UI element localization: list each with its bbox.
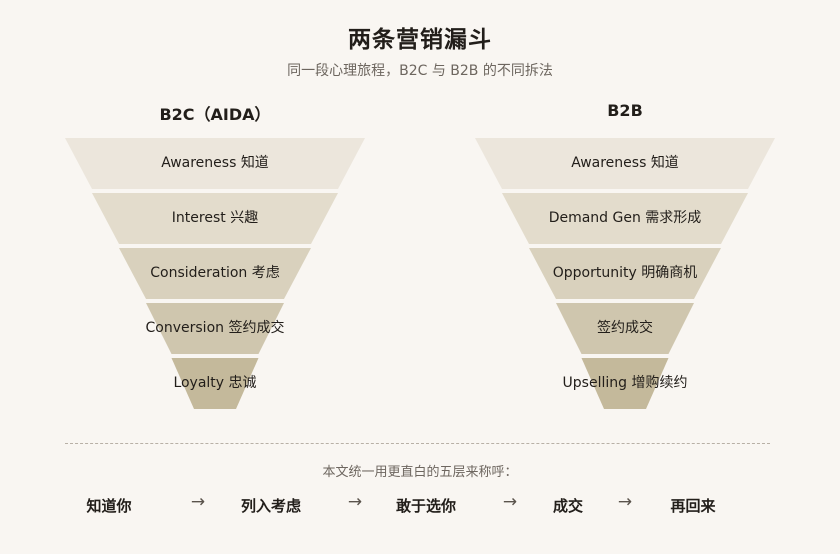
b2b-layer-awareness: Awareness 知道 bbox=[475, 138, 775, 189]
stage-return: 再回来 bbox=[670, 497, 716, 515]
b2b-layer-label: 签约成交 bbox=[597, 320, 653, 336]
b2c-layer-conversion: Conversion 签约成交 bbox=[65, 303, 365, 354]
b2b-layer-demand-gen: Demand Gen 需求形成 bbox=[475, 193, 775, 244]
funnel-segment bbox=[119, 248, 311, 299]
funnel-segment bbox=[475, 138, 775, 189]
funnel-segment bbox=[502, 193, 748, 244]
b2b-layer-opportunity: Opportunity 明确商机 bbox=[475, 248, 775, 299]
b2c-layer-interest: Interest 兴趣 bbox=[65, 193, 365, 244]
b2c-layer-label: Loyalty 忠诚 bbox=[173, 375, 257, 391]
funnel-segment bbox=[529, 248, 721, 299]
b2b-funnel: Awareness 知道 Demand Gen 需求形成 Opportunity… bbox=[475, 138, 775, 413]
funnel-segment bbox=[146, 303, 284, 354]
b2c-layer-consideration: Consideration 考虑 bbox=[65, 248, 365, 299]
funnel-segment bbox=[65, 138, 365, 189]
arrow-right-icon: → bbox=[502, 492, 518, 512]
b2c-funnel: Awareness 知道 Interest 兴趣 Consideration 考… bbox=[65, 138, 365, 413]
funnel-segment bbox=[556, 303, 694, 354]
b2c-layer-loyalty: Loyalty 忠诚 bbox=[65, 358, 365, 409]
b2b-layer-closing: 签约成交 bbox=[475, 303, 775, 354]
b2c-layer-label: Interest 兴趣 bbox=[171, 210, 259, 226]
b2c-layer-label: Conversion 签约成交 bbox=[145, 320, 285, 336]
stage-know-you: 知道你 bbox=[86, 497, 132, 515]
b2b-layer-label: Opportunity 明确商机 bbox=[552, 265, 698, 281]
b2b-layer-label: Upselling 增购续约 bbox=[562, 375, 688, 391]
b2b-funnel-title: B2B bbox=[607, 101, 643, 120]
arrow-right-icon: → bbox=[347, 492, 363, 512]
page-title: 两条营销漏斗 bbox=[348, 27, 492, 53]
b2c-layer-label: Awareness 知道 bbox=[161, 155, 269, 171]
b2c-layer-label: Consideration 考虑 bbox=[150, 265, 280, 281]
b2b-layer-label: Awareness 知道 bbox=[571, 155, 679, 171]
b2c-layer-awareness: Awareness 知道 bbox=[65, 138, 365, 189]
b2c-funnel-title: B2C（AIDA） bbox=[159, 105, 271, 124]
stage-choose-you: 敢于选你 bbox=[395, 497, 456, 515]
funnel-segment bbox=[92, 193, 338, 244]
page-subtitle: 同一段心理旅程，B2C 与 B2B 的不同拆法 bbox=[287, 63, 553, 79]
b2b-layer-upselling: Upselling 增购续约 bbox=[475, 358, 775, 409]
arrow-right-icon: → bbox=[617, 492, 633, 512]
stages-heading: 本文统一用更直白的五层来称呼： bbox=[322, 465, 518, 480]
stage-deal: 成交 bbox=[552, 497, 583, 515]
b2b-layer-label: Demand Gen 需求形成 bbox=[548, 210, 702, 226]
dashed-divider bbox=[65, 443, 770, 444]
stage-consider: 列入考虑 bbox=[240, 497, 301, 515]
arrow-right-icon: → bbox=[190, 492, 206, 512]
